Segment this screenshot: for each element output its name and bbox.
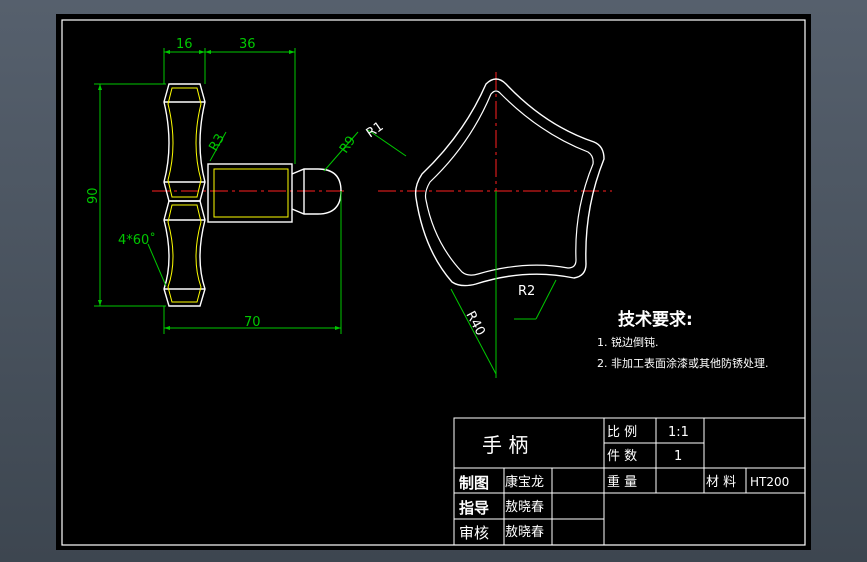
- drawing-svg: 16 36 90 70 R3 R9 4*60˚ R1 R40 R2 技术要求: …: [61, 19, 806, 546]
- dim-70: 70: [244, 315, 261, 330]
- material-label: 材 料: [706, 475, 736, 490]
- qty-label: 件 数: [607, 449, 637, 464]
- guide-label: 指导: [459, 499, 489, 517]
- guide-name: 敖晓春: [505, 499, 544, 515]
- dim-r1: R1: [364, 119, 387, 141]
- dim-36: 36: [239, 37, 256, 52]
- side-view-hub-inner: [167, 87, 202, 303]
- part-name: 手 柄: [482, 433, 528, 457]
- star-inner-outline: [424, 90, 594, 276]
- front-view-dimensions: [367, 129, 557, 378]
- dim-r2: R2: [518, 284, 535, 299]
- scale-label: 比 例: [607, 425, 637, 440]
- drawn-label: 制图: [459, 474, 489, 492]
- star-outer-outline: [414, 78, 605, 287]
- notes-item-1: 1. 锐边倒钝.: [597, 335, 659, 349]
- review-name: 敖晓春: [505, 524, 544, 540]
- dim-r40: R40: [462, 309, 487, 339]
- notes-item-2: 2. 非加工表面涂漆或其他防锈处理.: [597, 356, 769, 370]
- side-view-hub: [163, 83, 206, 307]
- side-view-shaft-inner: [213, 168, 289, 218]
- side-view-dimensions: [94, 48, 359, 334]
- weight-label: 重 量: [607, 474, 637, 490]
- notes-title: 技术要求:: [618, 309, 693, 330]
- drawn-name: 康宝龙: [505, 474, 544, 490]
- review-label: 审核: [459, 524, 489, 542]
- scale-value: 1:1: [668, 425, 689, 440]
- side-view-shaft: [207, 163, 342, 223]
- material-value: HT200: [750, 475, 789, 489]
- qty-value: 1: [674, 449, 682, 464]
- front-view-centerlines: [378, 72, 612, 304]
- drawing-frame: [61, 19, 806, 546]
- dim-chamfer: 4*60˚: [118, 232, 156, 248]
- dim-90: 90: [86, 187, 101, 204]
- side-view-dim-arrows: [98, 50, 341, 330]
- dim-r3: R3: [206, 132, 228, 154]
- dim-16: 16: [176, 37, 193, 52]
- drawing-canvas: 16 36 90 70 R3 R9 4*60˚ R1 R40 R2 技术要求: …: [56, 14, 811, 550]
- title-block-grid: [453, 417, 806, 546]
